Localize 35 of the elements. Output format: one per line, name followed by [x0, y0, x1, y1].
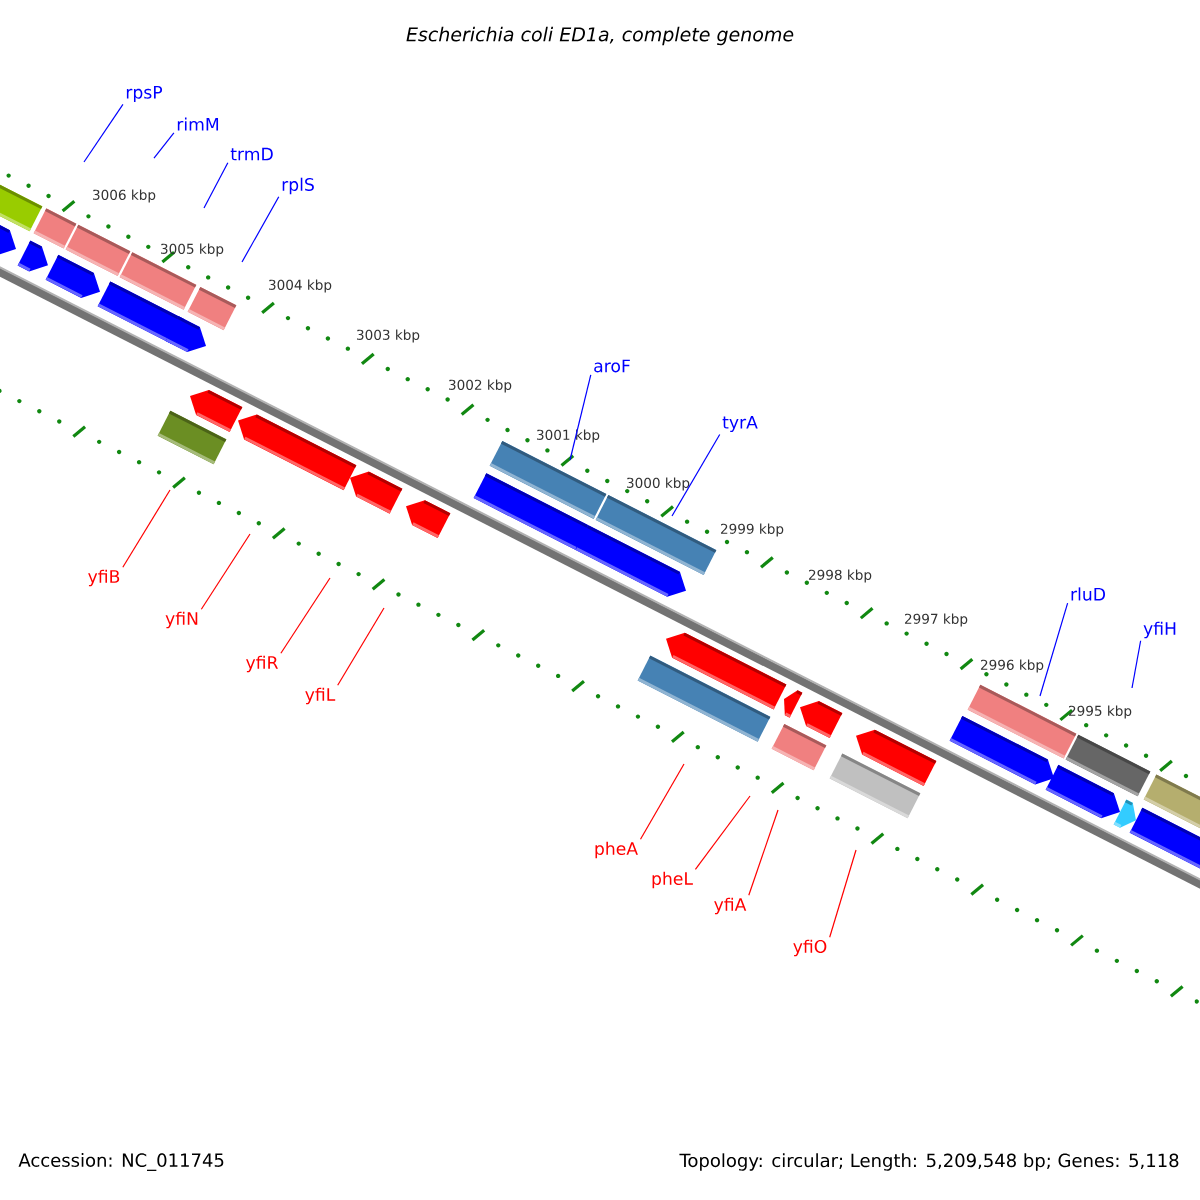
- leader-line: [337, 607, 385, 686]
- accession-note: Accession: NC_011745: [18, 1153, 224, 1171]
- leader-line: [569, 374, 592, 461]
- leader-line: [122, 489, 171, 568]
- leader-line: [639, 763, 685, 840]
- gene-label: yfiB: [88, 569, 120, 587]
- gene-label: pheA: [595, 841, 638, 859]
- gene-label: rluD: [1071, 587, 1105, 601]
- gene-label: tyrA: [722, 415, 758, 433]
- gene-label: yfiL: [305, 687, 336, 705]
- gene-label: aroF: [594, 359, 630, 373]
- leader-line: [153, 132, 175, 159]
- gene-label: pheL: [652, 871, 693, 889]
- gene-label: yfiO: [793, 939, 827, 957]
- gene-label: yfiN: [165, 611, 198, 629]
- leader-line: [829, 849, 857, 938]
- leader-line: [280, 577, 331, 654]
- title: Escherichia coli ED1a, complete genome: [406, 26, 794, 46]
- leader-line: [200, 533, 251, 610]
- leader-line: [241, 196, 280, 263]
- gene-label: trmD: [230, 147, 273, 161]
- gene-label: yfiH: [1143, 621, 1176, 639]
- leader-line: [671, 433, 721, 517]
- gene-label: rimM: [177, 117, 219, 131]
- leader-line: [1131, 640, 1142, 689]
- gene-label: rpsP: [126, 85, 163, 103]
- leader-line: [1039, 602, 1069, 697]
- gene-label: yfiR: [246, 655, 278, 673]
- gene-label: yfiA: [714, 897, 747, 915]
- leader-line: [694, 795, 751, 870]
- leader-line: [83, 103, 124, 163]
- leader-line: [203, 162, 229, 209]
- leader-line: [748, 809, 779, 896]
- gene-label: rplS: [282, 177, 314, 195]
- genome-stats-note: Topology: circular; Length: 5,209,548 bp; Genes: 5,118: [679, 1153, 1179, 1171]
